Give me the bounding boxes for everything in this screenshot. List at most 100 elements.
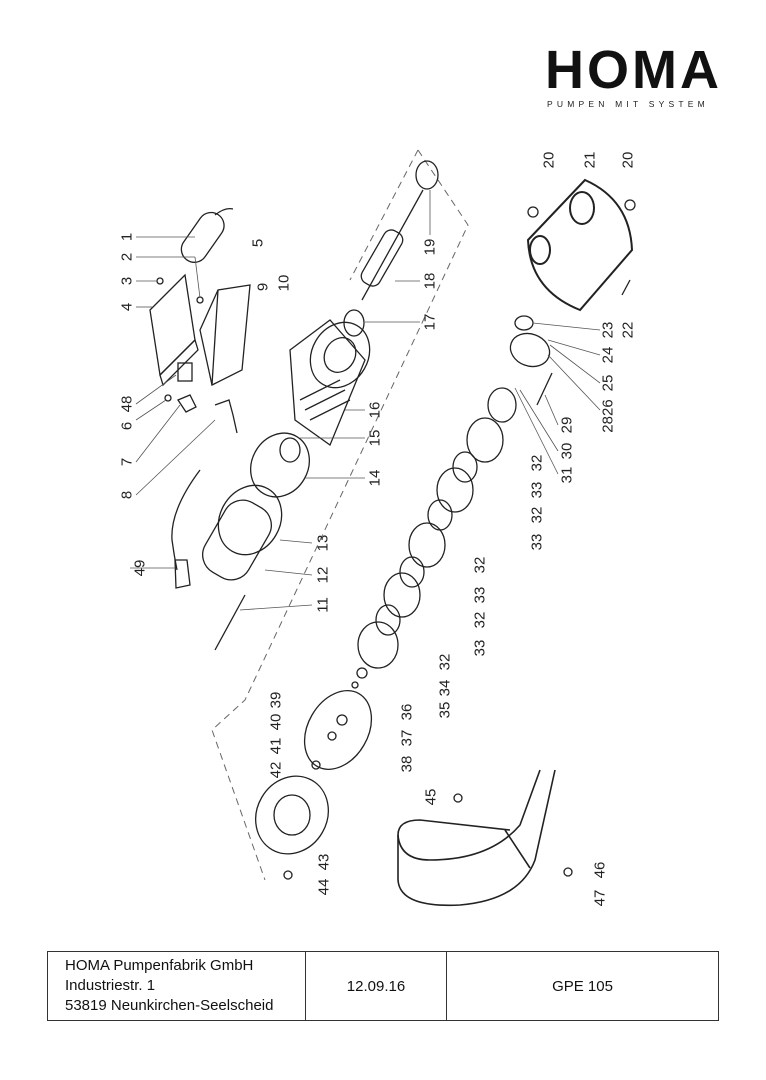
cable-clamp (177, 394, 197, 413)
nut-35 (356, 667, 368, 679)
screw (164, 394, 172, 402)
bearing-19 (415, 160, 439, 190)
part-label: 29 (558, 416, 576, 434)
part-label: 17 (421, 313, 439, 331)
screw (156, 277, 164, 285)
company-address: HOMA Pumpenfabrik GmbH Industriestr. 1 5… (47, 951, 306, 1021)
plug-20a (527, 206, 539, 218)
part-label: 8 (118, 490, 136, 500)
part-label: 34 (436, 679, 454, 697)
part-label: 33 (471, 586, 489, 604)
part-label: 4 (118, 302, 136, 312)
o-ring (514, 315, 534, 331)
part-label: 19 (421, 238, 439, 256)
part-label: 21 (581, 151, 599, 169)
part-label: 33 (528, 481, 546, 499)
stand-frame (397, 769, 556, 907)
part-label: 1 (118, 232, 136, 242)
terminal-box (199, 284, 251, 386)
plug-20b (624, 199, 636, 211)
stage-stack (357, 387, 517, 669)
rotor-shaft (360, 189, 424, 301)
part-label: 14 (366, 469, 384, 487)
part-label: 33 (528, 533, 546, 551)
company-city: 53819 Neunkirchen-Seelscheid (65, 997, 274, 1014)
pump-casing (526, 178, 634, 312)
part-label: 35 (436, 701, 454, 719)
part-label: 32 (528, 454, 546, 472)
part-label: 38 (398, 755, 416, 773)
tie-rod (214, 594, 246, 651)
part-label: 20 (540, 151, 558, 169)
screw-42 (311, 760, 321, 770)
part-label: 18 (421, 272, 439, 290)
assembly-outline-dashed (211, 149, 469, 881)
part-label: 16 (366, 401, 384, 419)
screw-22 (621, 279, 631, 296)
terminal-box-cover (149, 273, 199, 387)
drawing-date: 12.09.16 (305, 951, 447, 1021)
suction-cover (303, 690, 373, 770)
part-label: 22 (619, 321, 637, 339)
part-label: 31 (558, 466, 576, 484)
part-label: 20 (619, 151, 637, 169)
part-label: 11 (314, 597, 332, 613)
part-label: 7 (118, 457, 136, 467)
company-street: Industriestr. 1 (65, 977, 156, 994)
part-label: 32 (528, 506, 546, 524)
part-label: 47 (591, 889, 609, 907)
part-label: 32 (436, 653, 454, 671)
nut-44 (283, 870, 293, 880)
part-label: 6 (118, 421, 136, 431)
part-label: 30 (558, 442, 576, 460)
discharge-cover (509, 332, 551, 368)
part-label: 32 (471, 556, 489, 574)
part-label: 25 (599, 374, 617, 392)
fan-stator (202, 484, 283, 581)
title-block: HOMA Pumpenfabrik GmbH Industriestr. 1 5… (47, 951, 719, 1021)
logo-tagline: PUMPEN MIT SYSTEM (547, 99, 709, 109)
end-shield (250, 432, 310, 498)
nut-46 (563, 867, 573, 877)
part-label: 32 (471, 611, 489, 629)
part-label: 15 (366, 429, 384, 447)
part-label: 48 (118, 395, 136, 413)
terminal-block (177, 362, 193, 382)
part-label: 46 (591, 861, 609, 879)
part-label: 43 (315, 853, 333, 871)
company-name: HOMA Pumpenfabrik GmbH (65, 957, 254, 974)
part-label: 2 (118, 252, 136, 262)
motor-housing (289, 319, 371, 447)
part-label: 49 (131, 559, 149, 577)
part-label: 2826 (599, 399, 617, 433)
leader-lines (130, 190, 601, 611)
part-label: 37 (398, 729, 416, 747)
part-label: 12 (314, 566, 332, 584)
cable-gland (214, 399, 238, 434)
exploded-parts-drawing (130, 149, 636, 907)
part-label: 24 (599, 346, 617, 364)
pin-29 (536, 372, 553, 406)
part-label: 5 (249, 238, 267, 248)
part-label: 45 (422, 788, 440, 806)
part-label: 23 (599, 321, 617, 339)
part-label: 40 (267, 713, 285, 731)
model-name: GPE 105 (446, 951, 719, 1021)
part-label: 36 (398, 703, 416, 721)
part-label: 9 (254, 282, 272, 292)
screw-45 (453, 793, 463, 803)
part-label: 41 (267, 737, 285, 755)
part-label: 10 (275, 274, 293, 292)
part-label: 44 (315, 878, 333, 896)
strainer-base (255, 775, 329, 855)
bearing-17 (343, 309, 365, 337)
power-cable-plug (171, 469, 201, 589)
part-label: 3 (118, 276, 136, 286)
part-label: 39 (267, 691, 285, 709)
part-label: 13 (314, 534, 332, 552)
part-label: 42 (267, 761, 285, 779)
part-label: 33 (471, 639, 489, 657)
logo-wordmark: HOMA (545, 40, 722, 100)
washer-36 (351, 681, 359, 689)
capacitor-part (180, 207, 234, 263)
